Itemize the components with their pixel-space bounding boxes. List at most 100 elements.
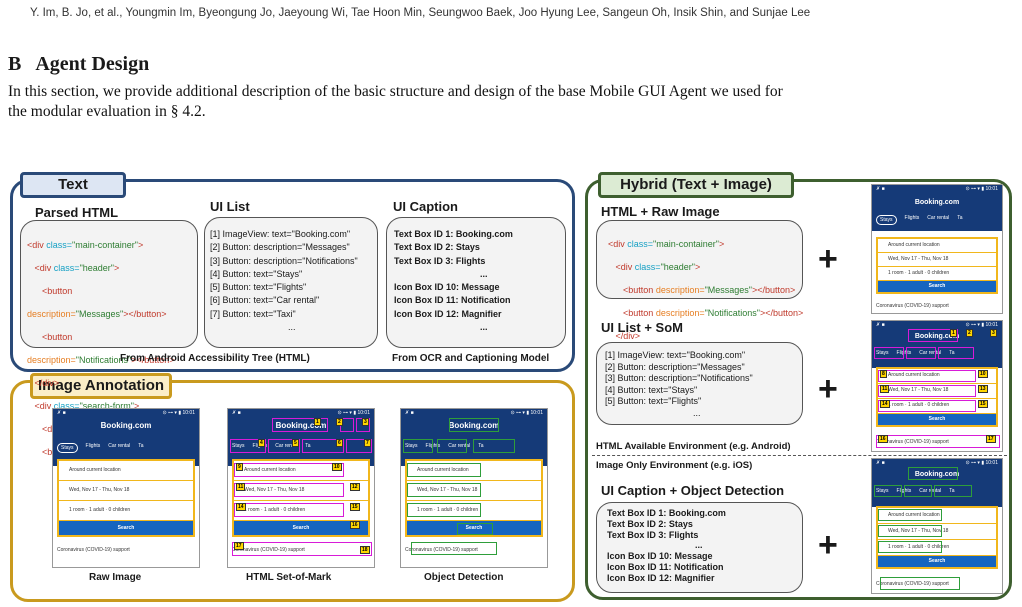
od-box: [407, 463, 481, 477]
status-bar: ✗ ■⊙ ⊶ ▾ ▮ 10:01: [876, 186, 998, 192]
phone-title: Booking.com: [275, 421, 327, 430]
phone-html-som: ✗ ■⊙ ⊶ ▾ ▮ 10:01 Booking.com StaysFlight…: [227, 408, 375, 568]
od-box: [878, 541, 942, 553]
caption-ocr: From OCR and Captioning Model: [392, 353, 550, 364]
ui-list-item: [1] ImageView: text="Booking.com": [210, 229, 351, 239]
ui-list-item: [3] Button: description="Notifications": [210, 255, 358, 266]
phone-covid: Coronavirus (COVID-19) support: [232, 547, 305, 553]
som-box: [272, 418, 328, 432]
som-label: 2: [336, 418, 343, 426]
od-box: [403, 439, 433, 453]
ui-caption-item: Icon Box ID 11: Notification: [394, 295, 511, 306]
som-box: [908, 329, 958, 342]
ui-list-item: [5] Button: text="Flights": [210, 282, 307, 293]
html-line: <div class="main-container">: [27, 239, 144, 250]
od-box: [934, 485, 972, 497]
parsed-html-box: [20, 220, 198, 348]
phone-title: Booking.com: [914, 471, 960, 478]
ui-list-items: [1] ImageView: text="Booking.com" [2] Bu…: [210, 228, 358, 334]
section-title: Agent Design: [35, 53, 150, 75]
som-box: [268, 439, 300, 453]
ui-list-item: [2] Button: description="Messages": [210, 242, 350, 253]
caption-raw-image: Raw Image: [89, 572, 142, 583]
phone-search-form: Around current location Wed, Nov 17 - Th…: [405, 459, 543, 537]
som-label: 9: [236, 463, 243, 471]
phone-search-form: Around current location Wed, Nov 17 - Th…: [876, 506, 998, 569]
status-bar: ✗ ■⊙ ⊶ ▾ ▮ 10:01: [876, 322, 998, 328]
html-line: description="Notifications"></button>: [27, 354, 175, 365]
som-box: [302, 439, 344, 453]
som-box: [878, 400, 976, 412]
od-box: [407, 483, 481, 497]
status-bar: ✗ ■⊙ ⊶ ▾ ▮ 10:01: [57, 410, 195, 416]
html-line: <div class="header">: [615, 261, 701, 272]
phone-covid: Coronavirus (COVID-19) support: [876, 439, 949, 445]
ui-list-som-box: [596, 342, 803, 425]
phone-covid: Coronavirus (COVID-19) support: [57, 547, 130, 553]
som-label: 11: [236, 483, 246, 491]
som-list-item: [4] Button: text="Stays": [605, 384, 698, 395]
som-label: 17: [986, 435, 996, 443]
som-list-item: [2] Button: description="Messages": [605, 361, 745, 372]
som-label: 4: [258, 439, 265, 447]
som-label: 5: [292, 439, 299, 447]
som-label: 12: [350, 483, 360, 491]
som-box: [878, 370, 976, 382]
html-line: <div class="search-form">: [34, 400, 140, 411]
phone-search-form: Around current location Wed, Nov 17 - Th…: [232, 459, 370, 537]
phone-covid: Coronavirus (COVID-19) support: [876, 581, 949, 587]
som-list-item: [1] ImageView: text="Booking.com": [605, 350, 746, 360]
html-line: <div class="main-container">: [608, 238, 725, 249]
ui-list-item: ...: [288, 322, 296, 333]
ui-caption-box: [386, 217, 566, 348]
html-raw-image-title: HTML + Raw Image: [601, 204, 720, 219]
status-bar: ✗ ■⊙ ⊶ ▾ ▮ 10:01: [405, 410, 543, 416]
caption-od-item: Text Box ID 2: Stays: [607, 518, 693, 529]
som-label: 16: [878, 435, 888, 443]
html-line: </div>: [34, 377, 60, 388]
text-panel-tag: Text: [20, 172, 126, 198]
phone-title: Booking.com: [914, 333, 960, 340]
body-line-1: In this section, we provide additional d…: [8, 83, 783, 100]
od-box: [437, 439, 467, 453]
som-label: 1: [950, 329, 957, 337]
hybrid-panel-tag: Hybrid (Text + Image): [598, 172, 794, 198]
phone-search-form: Around current location Wed, Nov 17 - Th…: [876, 237, 998, 294]
som-box: [906, 347, 936, 359]
som-label: 15: [978, 400, 988, 408]
som-label: 2: [966, 329, 973, 337]
ui-caption-item: Icon Box ID 12: Magnifier: [394, 308, 502, 319]
som-box: [346, 439, 372, 453]
ui-list-item: [6] Button: text="Car rental": [210, 295, 320, 306]
caption-od-item: Icon Box ID 11: Notification: [607, 561, 724, 572]
som-list-item: [3] Button: description="Notifications": [605, 373, 753, 383]
body-line-2: the modular evaluation in § 4.2.: [8, 103, 206, 120]
som-box: [234, 463, 344, 477]
som-label: 6: [336, 439, 343, 447]
ui-caption-title: UI Caption: [393, 199, 458, 214]
ui-caption-item: Text Box ID 3: Flights: [394, 255, 486, 266]
som-label: 15: [350, 503, 360, 511]
od-box: [878, 509, 942, 521]
som-list-item: [5] Button: text="Flights": [605, 396, 702, 406]
od-box: [457, 523, 493, 535]
caption-od-item: Icon Box ID 10: Message: [607, 551, 713, 562]
caption-od-item: ...: [695, 540, 703, 551]
phone-search-form: Around current location Wed, Nov 17 - Th…: [57, 459, 195, 537]
ui-list-box: [204, 217, 378, 348]
som-label: 10: [332, 463, 342, 471]
ui-caption-item: Text Box ID 1: Booking.com: [394, 229, 513, 239]
caption-accessibility-tree: From Android Accessibility Tree (HTML): [120, 353, 310, 364]
od-box: [449, 418, 499, 432]
od-box: [407, 503, 481, 517]
som-label: 16: [350, 521, 360, 529]
ui-caption-od-title: UI Caption + Object Detection: [601, 483, 785, 498]
plus-icon: +: [818, 240, 838, 278]
som-label: 8: [880, 370, 887, 378]
html-line: <button description="Notifications"></bu…: [623, 307, 804, 318]
